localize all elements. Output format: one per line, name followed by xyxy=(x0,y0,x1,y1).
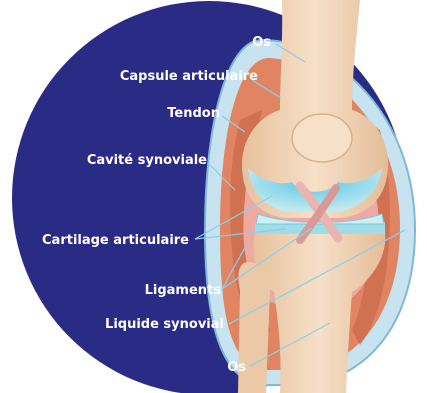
patella xyxy=(292,114,352,162)
label-cartilage: Cartilage articulaire xyxy=(42,233,189,248)
label-capsule: Capsule articulaire xyxy=(120,69,258,84)
label-tendon: Tendon xyxy=(167,106,220,121)
label-cavite: Cavité synoviale xyxy=(87,153,207,168)
label-os-top: Os xyxy=(252,35,271,50)
label-liquide: Liquide synovial xyxy=(105,317,224,332)
label-os-bottom: Os xyxy=(227,360,246,375)
label-ligaments: Ligaments xyxy=(145,283,222,298)
